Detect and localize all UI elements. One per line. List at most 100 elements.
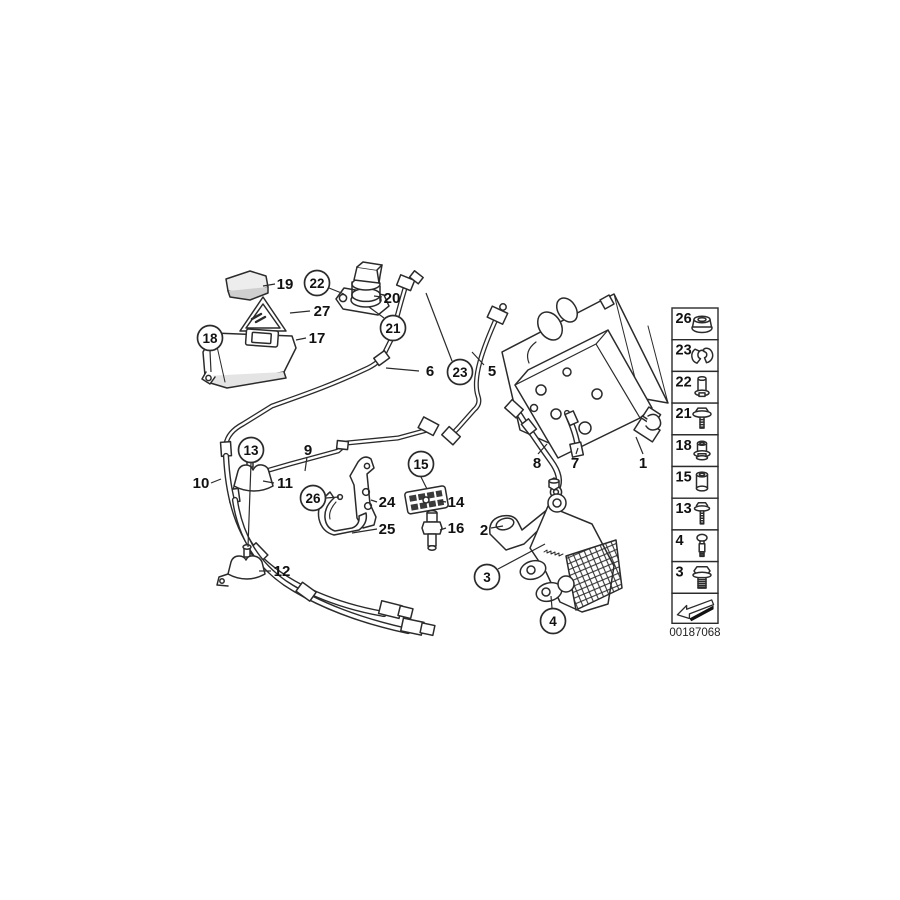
legend-arrow-cell [671,592,719,624]
callout-circle [379,314,407,342]
callout-label: 18 [202,331,218,346]
leader-line [262,283,276,287]
callout-label: 15 [413,457,429,472]
leader-line [295,337,307,341]
leader-line [262,480,275,484]
callout-label: 12 [274,563,291,580]
callout-label: 21 [385,321,401,336]
clamp-block-14 [404,485,449,515]
legend-item-23: 23 [671,339,719,373]
callout-12: 12 [259,563,290,580]
leader-line [247,462,252,548]
callout-circled-21: 21 [368,306,407,342]
callout-5: 5 [471,351,496,380]
callout-7: 7 [571,447,579,472]
callout-9: 9 [304,442,312,472]
leader-line [368,306,385,319]
callout-circle [196,324,224,352]
legend-number: 22 [676,374,692,390]
callout-27: 27 [289,303,331,320]
leader-line [537,443,548,455]
clamp-12 [216,544,266,587]
callout-label: 9 [304,442,312,459]
diagram-artwork [201,261,669,637]
leader-line [550,595,553,609]
leader-line [471,351,485,366]
leader-line [373,295,383,298]
cap-part [225,270,269,301]
legend-number: 18 [676,438,692,454]
legend-item-3: 3 [671,560,719,594]
callout-label: 20 [384,290,401,307]
callout-circle [446,358,474,386]
callout-20: 20 [373,290,401,307]
callout-label: 24 [379,494,396,511]
callout-10: 10 [193,475,222,492]
callout-circled-3: 3 [473,543,546,591]
leader-line [328,287,345,295]
leader-line [497,543,546,570]
legend-number: 26 [676,311,692,327]
callout-label: 7 [571,455,579,472]
callout-label: 26 [305,491,321,506]
legend-number: 3 [676,565,684,581]
callout-label: 6 [426,363,434,380]
callout-circled-23: 23 [425,292,474,386]
legend-item-22: 22 [671,370,719,404]
legend-number: 13 [676,501,692,517]
callout-label: 27 [314,303,331,320]
callout-14: 14 [439,494,465,511]
callout-label: 5 [488,363,496,380]
callout-label: 23 [452,365,468,380]
legend-item-15: 15 [671,465,719,499]
leader-line [209,350,212,373]
leader-line [325,496,340,499]
callout-circle [473,563,501,591]
callout-label: 19 [277,276,294,293]
legend-number: 23 [676,343,692,359]
leader-line [425,292,453,362]
callout-label: 17 [309,330,326,347]
flange-nut-icon [691,315,713,334]
callout-circle [237,436,265,464]
callout-label: 11 [277,475,293,492]
callout-label: 2 [480,522,488,539]
callout-19: 19 [262,276,294,293]
leader-line [370,499,378,503]
callout-circled-15: 15 [407,450,435,490]
spacer-sleeve-icon [695,471,709,492]
hose-lower [231,496,436,637]
callout-2: 2 [480,522,504,539]
legend-item-4: 4 [671,529,719,563]
callout-circled-4: 4 [539,595,567,635]
leader-line [385,367,420,372]
callout-label: 3 [483,570,491,585]
callout-label: 4 [549,614,557,629]
leader-line [210,478,222,484]
callout-label: 13 [243,443,259,458]
legend-item-13: 13 [671,497,719,531]
callout-8: 8 [533,443,548,472]
callout-circled-18: 18 [196,324,224,373]
legend-cell [671,434,719,468]
legend-cell [671,465,719,499]
callout-1: 1 [635,436,647,472]
legend-cell [671,497,719,531]
leader-line [289,310,311,314]
leader-line [439,527,447,531]
valve-block [501,293,669,459]
leader-line [439,500,447,503]
control-unit [201,328,297,389]
legend-item-18: 18 [671,434,719,468]
callout-label: 14 [448,494,465,511]
leader-line [304,456,308,472]
image-id: 00187068 [669,627,720,639]
legend-number: 21 [676,406,692,422]
legend-item-26: 26 [671,307,719,341]
legend-number: 15 [676,470,692,486]
legend-cell [671,402,719,436]
callout-16: 16 [439,520,464,537]
callout-24: 24 [370,494,396,511]
